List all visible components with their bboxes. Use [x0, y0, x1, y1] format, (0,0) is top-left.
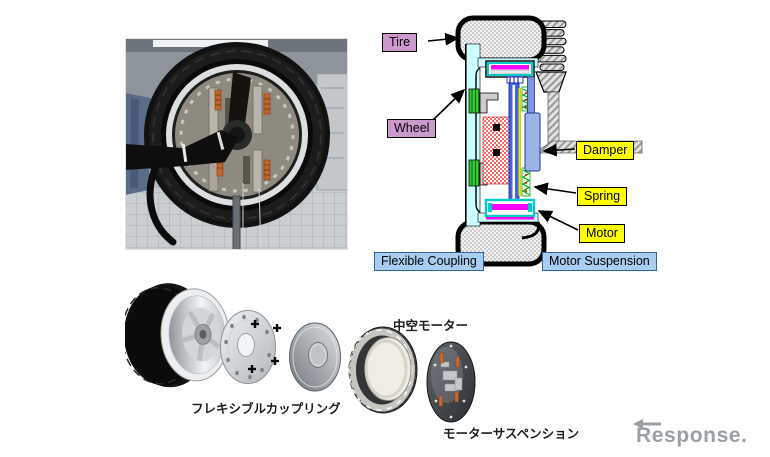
flexible-coupling-blocks [468, 88, 480, 187]
motor-top [485, 60, 535, 84]
stand-pole [232, 195, 241, 250]
caption-motor-suspension: モーターサスペンション [443, 427, 580, 441]
coupling-hub [482, 116, 514, 185]
damper-unit [524, 76, 541, 172]
logo-arrow-icon [633, 419, 661, 429]
support-arm [125, 130, 239, 170]
label-flexible-coupling: Flexible Coupling [374, 252, 484, 271]
exploded-flexible-coupling [220, 310, 281, 384]
hub-bracket-top [479, 92, 499, 114]
label-motor-suspension: Motor Suspension [542, 252, 657, 271]
photo-art [125, 38, 348, 250]
exploded-cover-disc [289, 322, 341, 392]
cross-section-diagram: Tire Wheel Damper Spring Motor Flexible … [370, 10, 765, 280]
caption-hollow-motor: 中空モーター [393, 319, 469, 333]
motor-bottom [484, 198, 536, 220]
callout-arrows [427, 32, 579, 231]
label-tire: Tire [382, 33, 418, 52]
exploded-hollow-motor [347, 326, 418, 414]
exploded-tire-wheel [125, 283, 230, 388]
label-spring: Spring [577, 187, 628, 206]
exploded-view: 中空モーター フレキシブルカップリング モーターサスペンション [125, 283, 605, 448]
exploded-art [125, 283, 476, 423]
response-logo: Response. [633, 419, 748, 448]
power-cable [146, 156, 177, 246]
coupling-fasteners [248, 320, 281, 373]
label-motor: Motor [579, 224, 625, 243]
caption-flexible-coupling: フレキシブルカップリング [191, 402, 341, 416]
wheel-motor-photo [125, 38, 348, 250]
response-logo-text: Response. [636, 424, 748, 447]
suspension-spring-strut [532, 20, 643, 154]
label-damper: Damper [576, 141, 635, 160]
label-wheel: Wheel [387, 119, 437, 138]
exploded-motor-suspension [426, 341, 476, 423]
diagram-art [427, 15, 643, 267]
